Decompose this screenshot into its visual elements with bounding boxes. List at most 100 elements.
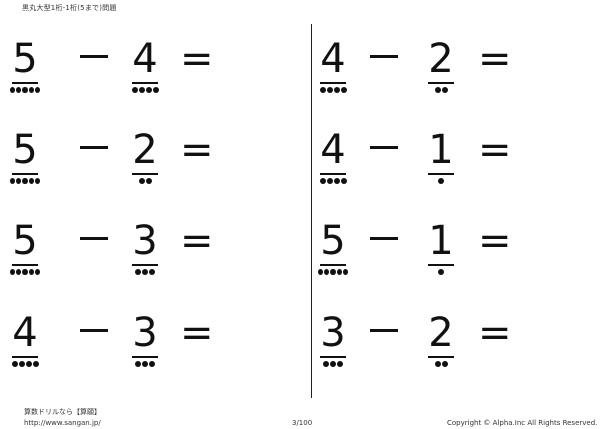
digit-underline — [12, 173, 38, 175]
count-dot — [434, 361, 441, 367]
subtrahend-digit: 2 — [428, 310, 454, 356]
footer-url[interactable]: http://www.sangan.jp/ — [24, 419, 101, 427]
count-dot — [16, 269, 22, 275]
count-dot — [318, 269, 324, 275]
count-dot — [434, 87, 441, 93]
digit-underline — [320, 356, 346, 358]
count-dot — [330, 269, 336, 275]
problem-5: 4 2 = — [318, 37, 578, 99]
subtrahend: 2 — [426, 311, 460, 373]
minuend-digit: 4 — [320, 36, 346, 82]
minuend-dots — [318, 87, 348, 95]
subtrahend: 3 — [130, 219, 164, 281]
subtrahend-dots — [130, 87, 160, 95]
count-dot — [18, 361, 25, 367]
minus-sign — [370, 146, 398, 149]
subtrahend-dots — [130, 269, 160, 277]
subtrahend-dots — [426, 361, 456, 369]
minuend-digit: 4 — [320, 127, 346, 173]
digit-underline — [132, 173, 158, 175]
problem-1: 5 4 = — [10, 37, 270, 99]
count-dot — [149, 361, 155, 367]
equals-sign: = — [478, 127, 512, 173]
digit-underline — [320, 173, 346, 175]
digit-underline — [132, 356, 158, 358]
problem-7: 5 1 = — [318, 219, 578, 281]
column-divider — [311, 24, 312, 398]
equals-sign: = — [478, 218, 512, 264]
minuend: 5 — [10, 128, 44, 190]
minus-sign — [370, 55, 398, 58]
count-dot — [34, 87, 41, 93]
subtrahend-digit: 2 — [132, 127, 158, 173]
problem-2: 5 2 = — [10, 128, 270, 190]
minuend-dots — [10, 178, 41, 186]
minuend-dots — [10, 361, 40, 369]
digit-underline — [428, 356, 454, 358]
count-dot — [34, 178, 41, 184]
problem-8: 3 2 = — [318, 311, 578, 373]
minuend: 4 — [318, 128, 352, 190]
minuend: 4 — [10, 311, 44, 373]
count-dot — [16, 87, 22, 93]
count-dot — [32, 361, 39, 367]
count-dot — [326, 87, 333, 93]
count-dot — [138, 87, 145, 93]
minuend-digit: 5 — [12, 127, 38, 173]
count-dot — [152, 87, 159, 93]
count-dot — [319, 87, 326, 93]
subtrahend-dots — [426, 178, 456, 186]
count-dot — [16, 178, 22, 184]
subtrahend: 2 — [426, 37, 460, 99]
subtrahend-dots — [130, 361, 160, 369]
count-dot — [149, 269, 155, 275]
page-title: 黒丸大型1桁-1桁(5まで)問題 — [22, 4, 117, 12]
count-dot — [28, 269, 34, 275]
minuend-digit: 5 — [12, 218, 38, 264]
count-dot — [441, 87, 448, 93]
subtrahend-digit: 3 — [132, 218, 158, 264]
count-dot — [323, 361, 329, 367]
count-dot — [11, 361, 18, 367]
minuend-dots — [10, 269, 41, 277]
digit-underline — [12, 356, 38, 358]
count-dot — [438, 269, 444, 275]
minuend-dots — [318, 178, 348, 186]
digit-underline — [132, 82, 158, 84]
digit-underline — [320, 264, 346, 266]
digit-underline — [428, 82, 454, 84]
count-dot — [138, 178, 145, 184]
subtrahend: 1 — [426, 128, 460, 190]
subtrahend-dots — [426, 269, 456, 277]
minus-sign — [370, 329, 398, 332]
minuend-digit: 5 — [12, 36, 38, 82]
count-dot — [145, 178, 152, 184]
equals-sign: = — [180, 127, 214, 173]
minuend-digit: 4 — [12, 310, 38, 356]
count-dot — [135, 361, 141, 367]
subtrahend: 3 — [130, 311, 164, 373]
count-dot — [28, 87, 34, 93]
count-dot — [22, 87, 28, 93]
page-number: 3/100 — [292, 419, 313, 427]
subtrahend-dots — [130, 178, 160, 186]
count-dot — [10, 269, 16, 275]
problem-6: 4 1 = — [318, 128, 578, 190]
count-dot — [131, 87, 138, 93]
count-dot — [34, 269, 41, 275]
count-dot — [319, 178, 326, 184]
equals-sign: = — [180, 36, 214, 82]
digit-underline — [428, 264, 454, 266]
minuend-digit: 5 — [320, 218, 346, 264]
count-dot — [333, 87, 340, 93]
subtrahend-dots — [426, 87, 456, 95]
count-dot — [324, 269, 330, 275]
minuend: 4 — [318, 37, 352, 99]
subtrahend-digit: 1 — [428, 127, 454, 173]
minuend-dots — [10, 87, 41, 95]
digit-underline — [428, 173, 454, 175]
count-dot — [340, 87, 347, 93]
minuend: 5 — [10, 37, 44, 99]
count-dot — [10, 87, 16, 93]
count-dot — [342, 269, 349, 275]
